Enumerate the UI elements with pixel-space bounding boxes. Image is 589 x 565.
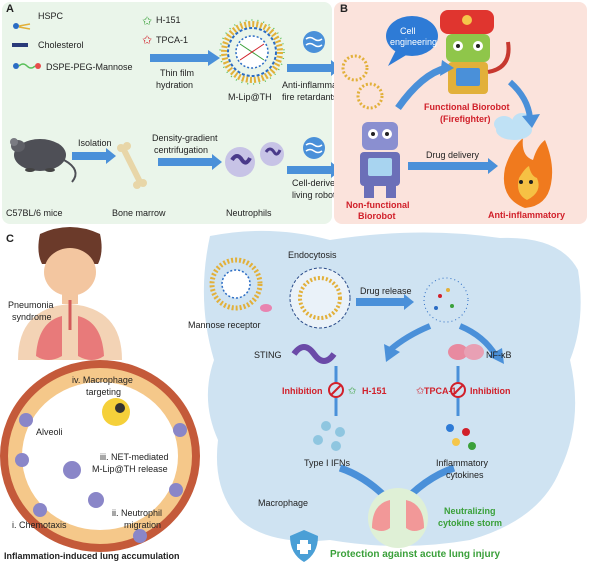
lungs-icon (36, 300, 104, 360)
cholesterol-icon (12, 43, 28, 47)
pneumonia-label-1: Pneumonia (8, 300, 54, 310)
mice-label: C57BL/6 mice (6, 208, 63, 218)
panel-a-label: A (6, 3, 14, 15)
inhibition-right-label: Inhibition (470, 386, 511, 396)
density-label-1: Density-gradient (152, 133, 218, 143)
panel-b-label: B (340, 3, 348, 15)
net-label-2: M-Lip@TH release (92, 464, 168, 474)
nonfunc-label-2: Biorobot (358, 211, 396, 221)
pneumonia-label-2: syndrome (12, 312, 52, 322)
inhibition-left-label: Inhibition (282, 386, 323, 396)
chemotaxis-label: i. Chemotaxis (12, 520, 67, 530)
migration-label-1: ii. Neutrophil (112, 508, 163, 518)
small-liposomes-icon (341, 54, 384, 110)
firefighter-robot-icon (440, 10, 511, 94)
mlip-label: M-Lip@TH (228, 92, 272, 102)
cell-eng-label-1: Cell (400, 26, 416, 36)
functional-label-1: Functional Biorobot (424, 102, 510, 112)
anti-fire-label-2: fire retardants (282, 92, 338, 102)
mouse-icon (10, 138, 77, 183)
inhibition-right-icon (450, 382, 466, 398)
legend-cholesterol: Cholesterol (38, 40, 84, 50)
h151-c-label: H-151 (362, 386, 387, 396)
alveoli-label: Alveoli (36, 427, 63, 437)
nfkb-protein-icon (448, 344, 484, 360)
cytokine-dots-icon (446, 424, 476, 450)
accumulation-caption: Inflammation-induced lung accumulation (4, 551, 180, 561)
functional-label-2: (Firefighter) (440, 114, 491, 124)
ifns-label: Type I IFNs (304, 458, 351, 468)
neutralizing-label-2: cytokine storm (438, 518, 503, 528)
tpca-c-label: TPCA-1 (424, 386, 457, 396)
legend-hspc: HSPC (38, 11, 64, 21)
mannose-receptor-icon (260, 304, 272, 312)
h151-c-star-icon: ✩ (348, 386, 357, 397)
mannose-receptor-label: Mannose receptor (188, 320, 261, 330)
cell-derived-label-1: Cell-derived (292, 178, 341, 188)
sting-protein-icon (291, 344, 337, 364)
waves-icon-bottom (303, 137, 325, 159)
protection-caption: Protection against acute lung injury (330, 549, 501, 560)
thin-film-label: Thin film (160, 68, 195, 78)
anti-fire-label-1: Anti-inflammatory (282, 80, 353, 90)
nfkb-label: NF-κB (486, 350, 512, 360)
cell-derived-label-2: living robots (292, 190, 341, 200)
drug-delivery-label: Drug delivery (426, 150, 480, 160)
waves-icon-top (303, 31, 325, 53)
panel-c-label: C (6, 233, 14, 245)
cell-eng-label-2: engineering (390, 37, 438, 47)
cloud-icon (494, 113, 532, 140)
shield-icon (290, 530, 318, 562)
bone-marrow-label: Bone marrow (112, 208, 166, 218)
non-functional-robot-icon (360, 122, 400, 198)
dspe-peg-mannose-icon (13, 63, 41, 69)
hspc-icon (13, 23, 31, 30)
tpca-star-icon: ✩ (142, 33, 152, 47)
legend-h151: H-151 (156, 15, 181, 25)
endosome-icon (289, 267, 351, 329)
liposome-icon (219, 19, 285, 85)
neutrophil-cells-icon (225, 142, 284, 177)
neutralizing-label-1: Neutralizing (444, 506, 496, 516)
healthy-lungs-icon (368, 488, 428, 548)
macro-target-label-1: iv. Macrophage (72, 375, 133, 385)
cell-engineering-bubble (386, 16, 438, 66)
endocytosis-label: Endocytosis (288, 250, 337, 260)
migration-label-2: migration (124, 520, 162, 530)
ifn-molecules-icon (313, 421, 345, 451)
alveoli-ring (0, 360, 200, 552)
bone-icon (117, 142, 147, 189)
net-label-1: iii. NET-mediated (100, 452, 169, 462)
patient-figure-icon (18, 227, 122, 360)
drug-release-label: Drug release (360, 286, 412, 296)
legend-dspe: DSPE-PEG-Mannose (46, 62, 133, 72)
ring-neutrophils (15, 413, 187, 543)
legend-tpca: TPCA-1 (156, 35, 189, 45)
h151-star-icon: ✩ (142, 14, 152, 28)
alveolar-macrophage-icon (102, 398, 130, 426)
hydration-label: hydration (156, 80, 194, 90)
density-label-2: centrifugation (154, 145, 209, 155)
macro-target-label-2: targeting (86, 387, 122, 397)
anti-inflammatory-label: Anti-inflammatory (488, 210, 566, 220)
drug-burst-icon (423, 277, 469, 323)
tpca-c-star-icon: ✩ (416, 386, 425, 397)
nonfunc-label-1: Non-functional (346, 200, 410, 210)
inhibition-left-icon (328, 382, 344, 398)
hydration-arrow (150, 54, 208, 62)
sting-label: STING (254, 350, 282, 360)
isolation-label: Isolation (78, 138, 112, 148)
liposome-c-icon (209, 257, 263, 311)
cytokines-label-2: cytokines (446, 470, 484, 480)
fire-icon (503, 138, 553, 208)
panel-a (2, 2, 332, 224)
cytokines-label-1: Inflammatory (436, 458, 489, 468)
macrophage-label: Macrophage (258, 498, 309, 508)
neutrophils-label: Neutrophils (226, 208, 272, 218)
